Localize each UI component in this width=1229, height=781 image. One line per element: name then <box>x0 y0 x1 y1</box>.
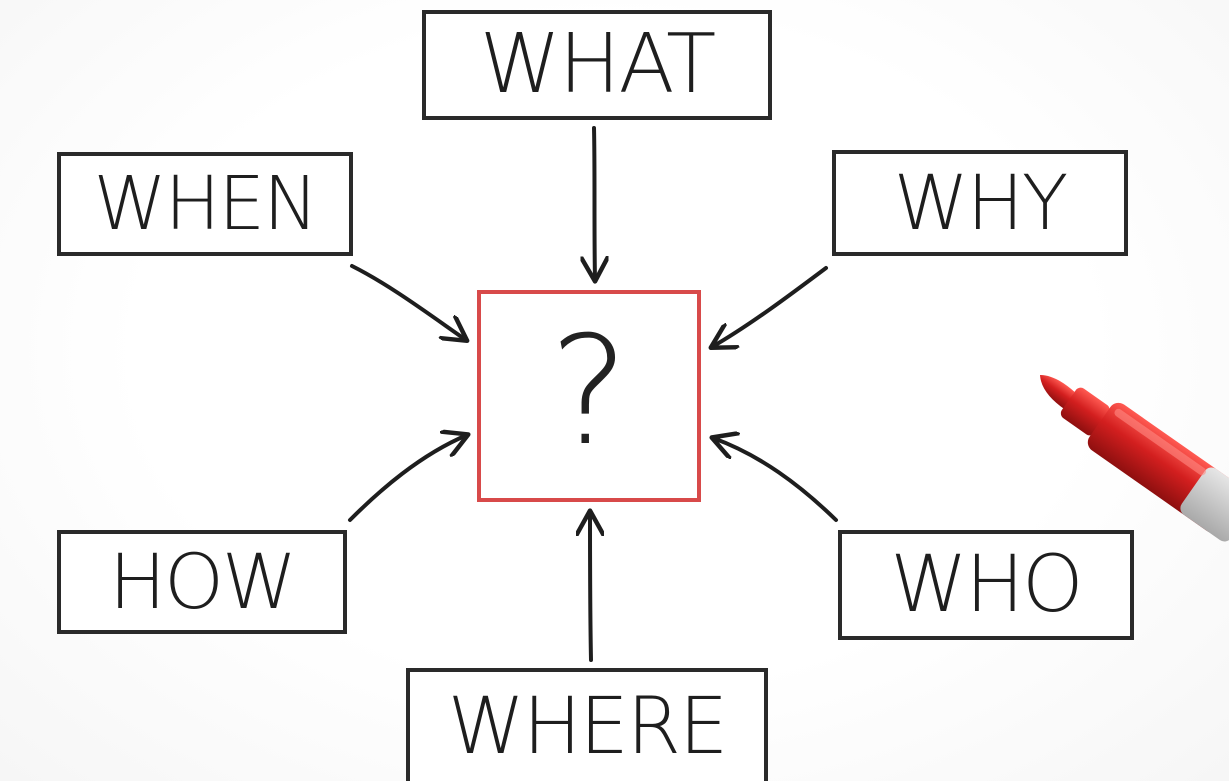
how-label: HOW <box>109 544 295 620</box>
question-box: ? <box>477 290 701 502</box>
where-box: WHERE <box>406 668 768 781</box>
arrow-when <box>352 266 466 340</box>
arrow-how <box>350 435 467 520</box>
red-marker-pen-icon <box>1020 355 1229 555</box>
why-box: WHY <box>832 150 1128 256</box>
when-label: WHEN <box>94 167 317 241</box>
who-label: WHO <box>890 546 1081 624</box>
arrow-why <box>712 268 826 347</box>
what-label: WHAT <box>480 24 715 106</box>
arrow-where <box>590 512 591 660</box>
when-box: WHEN <box>57 152 353 256</box>
arrow-who <box>713 438 836 520</box>
why-label: WHY <box>894 165 1067 241</box>
where-label: WHERE <box>448 688 727 766</box>
how-box: HOW <box>57 530 347 634</box>
what-box: WHAT <box>422 10 772 120</box>
question-mark: ? <box>549 317 629 467</box>
arrow-what <box>594 128 595 280</box>
